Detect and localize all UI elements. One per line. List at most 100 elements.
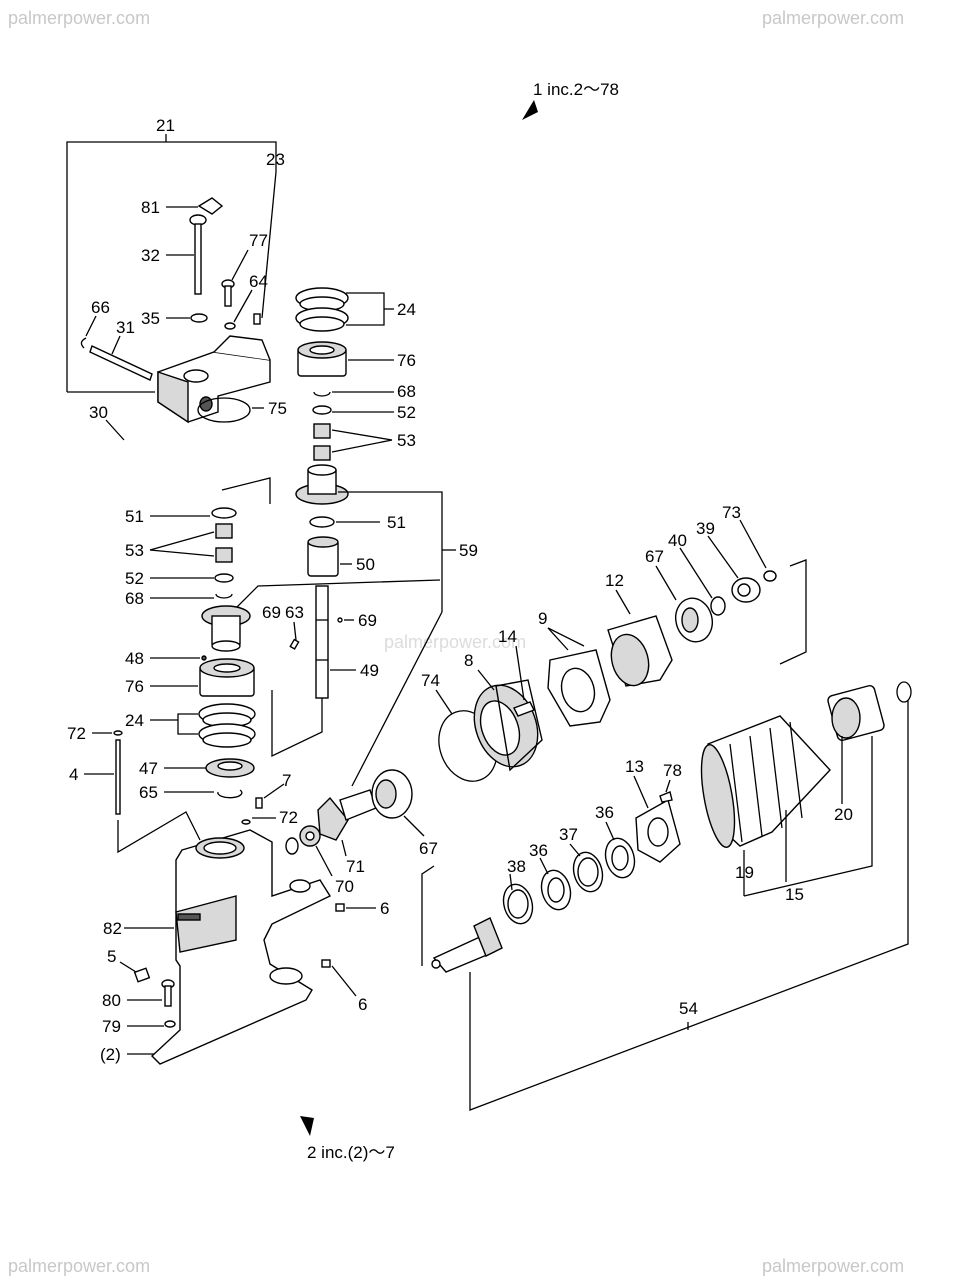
assembly-2-label: 2 inc.(2)～7 [307, 1143, 395, 1162]
part-72-oring-right [241, 817, 276, 825]
part-12-housing [607, 589, 673, 687]
label-72-right: 72 [279, 808, 298, 827]
label-51-upper: 51 [387, 513, 406, 532]
part-36-seal-left [539, 857, 572, 911]
part-13-plate [633, 775, 681, 863]
label-63: 63 [285, 603, 304, 622]
watermark-bottom-left: palmerpower.com [8, 1256, 150, 1276]
label-68-lower: 68 [125, 589, 144, 608]
label-64: 64 [249, 272, 268, 291]
label-19: 19 [735, 863, 754, 882]
part-72-oring-left [92, 730, 123, 736]
part-53-needle-bearing-upper [313, 423, 393, 461]
label-2: (2) [100, 1045, 121, 1064]
part-78-bolt [659, 779, 673, 803]
part-19-bellows [700, 715, 831, 896]
part-77-bolt [221, 249, 249, 307]
part-66-clip [80, 315, 97, 349]
label-69-right: 69 [358, 611, 377, 630]
label-36-right: 36 [595, 803, 614, 822]
label-66: 66 [91, 298, 110, 317]
bracket-59-lower-link [231, 579, 441, 613]
label-80: 80 [102, 991, 121, 1010]
part-21-housing [157, 335, 271, 424]
label-51-lower: 51 [125, 507, 144, 526]
label-6-lower: 6 [358, 995, 367, 1014]
part-50-sleeve [307, 536, 352, 577]
part-37-ring [569, 843, 604, 893]
label-68-upper: 68 [397, 382, 416, 401]
label-67-right: 67 [645, 547, 664, 566]
assembly-1-label: 1 inc.2～78 [533, 80, 619, 99]
label-21: 21 [156, 116, 175, 135]
part-40-seal [679, 547, 726, 616]
part-4-stud [84, 739, 121, 815]
label-37: 37 [559, 825, 578, 844]
label-49: 49 [360, 661, 379, 680]
label-77: 77 [249, 231, 268, 250]
part-20-adapter [827, 684, 885, 804]
part-54-prop-shaft [431, 917, 503, 973]
label-71: 71 [346, 857, 365, 876]
part-79-washer [127, 1020, 176, 1028]
part-59-gear [295, 464, 349, 505]
label-52-lower: 52 [125, 569, 144, 588]
part-35-washer [166, 313, 208, 323]
part-65-circlip [164, 789, 243, 799]
label-82: 82 [103, 919, 122, 938]
watermark-bottom-right: palmerpower.com [762, 1256, 904, 1276]
label-70: 70 [335, 877, 354, 896]
label-4: 4 [69, 765, 78, 784]
label-13: 13 [625, 757, 644, 776]
part-23-plug [253, 313, 261, 325]
part-5-plug [119, 961, 151, 983]
label-39: 39 [696, 519, 715, 538]
part-70-washer [285, 837, 299, 855]
label-30: 30 [89, 403, 108, 422]
label-15: 15 [785, 885, 804, 904]
part-68-ring-upper [313, 391, 394, 397]
label-24-lower: 24 [125, 711, 144, 730]
label-73: 73 [722, 503, 741, 522]
part-52-washer-lower [150, 573, 234, 583]
part-67-bearing-center [371, 769, 425, 837]
part-6-plug-upper [335, 903, 376, 912]
part-24-rings-upper [295, 287, 394, 332]
label-76-upper: 76 [397, 351, 416, 370]
part-7-pin [255, 783, 285, 809]
watermark-top-right: palmerpower.com [762, 8, 904, 28]
part-49-shaft [315, 585, 356, 708]
group-21-bracket [66, 134, 277, 393]
label-35: 35 [141, 309, 160, 328]
part-31-pin [89, 335, 153, 381]
part-8-flange [473, 669, 543, 772]
part-52-washer-upper [312, 405, 394, 415]
part-circlip-right [896, 681, 912, 703]
part-70-shim-gear [299, 825, 333, 877]
label-72-left: 72 [67, 724, 86, 743]
part-68-ring-lower [150, 593, 233, 599]
watermark-center: palmerpower.com [384, 632, 526, 652]
bracket-left-upper [221, 477, 271, 504]
label-47: 47 [139, 759, 158, 778]
label-32: 32 [141, 246, 160, 265]
part-39-bushing [707, 535, 761, 603]
part-30-hose [105, 418, 209, 500]
label-12: 12 [605, 571, 624, 590]
label-5: 5 [107, 947, 116, 966]
label-65: 65 [139, 783, 158, 802]
label-79: 79 [102, 1017, 121, 1036]
label-6-upper: 6 [380, 899, 389, 918]
label-54: 54 [679, 999, 698, 1018]
bracket-54 [469, 700, 909, 1111]
label-52-upper: 52 [397, 403, 416, 422]
part-80-bolt [127, 979, 175, 1007]
label-50: 50 [356, 555, 375, 574]
label-78: 78 [663, 761, 682, 780]
label-36-left: 36 [529, 841, 548, 860]
part-75-oring [197, 397, 264, 423]
label-8: 8 [464, 651, 473, 670]
part-67-bearing-right [655, 565, 713, 643]
arrow-assembly-2-icon [300, 1116, 314, 1136]
part-48-gear [150, 605, 251, 661]
